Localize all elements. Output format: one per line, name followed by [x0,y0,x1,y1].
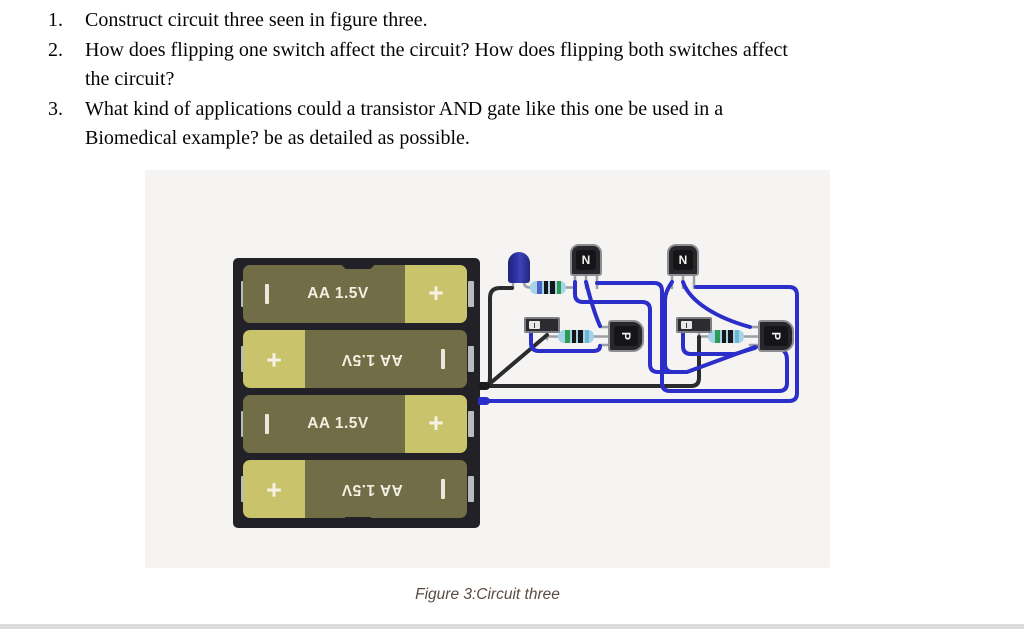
question-text: Construct circuit three seen in figure t… [85,6,951,36]
question-text: What kind of applications could a transi… [85,95,951,154]
resistor-1 [530,281,566,294]
led [508,252,530,283]
question-list: 1. Construct circuit three seen in figur… [48,6,951,154]
switch-knob [529,321,540,329]
question-item: 3. What kind of applications could a tra… [48,95,951,154]
holder-notch [334,258,382,269]
battery-negative-terminal [478,382,490,390]
battery-contact-tab [468,411,474,437]
question-item: 2. How does flipping one switch affect t… [48,36,951,95]
figure-caption: Figure 3:Circuit three [415,586,560,603]
transistor-label: P [764,326,788,346]
battery-contact-tab [468,476,474,502]
question-item: 1. Construct circuit three seen in figur… [48,6,951,36]
question-line: What kind of applications could a transi… [85,97,724,120]
battery-minus-marker [265,284,269,304]
battery-aa-4: AA 1.5V + [243,460,467,518]
question-number: 1. [48,9,63,31]
npn-transistor-2: N [667,244,699,276]
battery-positive-cap: + [405,395,467,453]
battery-plus-marker: + [266,345,282,375]
battery-positive-cap: + [405,265,467,323]
pnp-transistor-2: P [758,320,794,352]
resistor-3 [708,330,744,343]
circuit-figure: AA 1.5V + AA 1.5V + AA 1.5V + AA 1.5V + [145,170,830,568]
battery-aa-3: AA 1.5V + [243,395,467,453]
question-line: Biomedical example? be as detailed as po… [85,127,470,149]
battery-contact-tab [468,346,474,372]
question-number: 2. [48,38,63,61]
circuit-wires [485,274,799,403]
question-number: 3. [48,97,63,120]
battery-aa-1: AA 1.5V + [243,265,467,323]
battery-positive-terminal [478,397,490,405]
slide-switch-2 [676,317,712,333]
switch-knob [681,321,692,329]
battery-plus-marker: + [428,408,444,438]
battery-minus-marker [441,349,445,369]
battery-positive-cap: + [243,460,305,518]
battery-label: AA 1.5V [341,481,403,498]
transistor-label: N [576,250,596,270]
battery-label: AA 1.5V [341,351,403,368]
npn-transistor-1: N [570,244,602,276]
holder-notch [334,517,382,528]
transistor-label: N [673,250,693,270]
question-text: How does flipping one switch affect the … [85,36,951,95]
battery-plus-marker: + [266,475,282,505]
window-edge [0,624,1024,629]
battery-label: AA 1.5V [307,285,369,302]
question-line: How does flipping one switch affect the … [85,38,788,61]
question-line: Construct circuit three seen in figure t… [85,9,428,31]
battery-minus-marker [441,479,445,499]
slide-switch-1 [524,317,560,333]
battery-aa-2: AA 1.5V + [243,330,467,388]
resistor-2 [558,330,594,343]
battery-minus-marker [265,414,269,434]
question-line: the circuit? [85,68,175,90]
battery-contact-tab [468,281,474,307]
battery-label: AA 1.5V [307,415,369,432]
transistor-label: P [614,326,638,346]
positive-wires [485,280,799,403]
battery-plus-marker: + [428,278,444,308]
pnp-transistor-1: P [608,320,644,352]
battery-positive-cap: + [243,330,305,388]
